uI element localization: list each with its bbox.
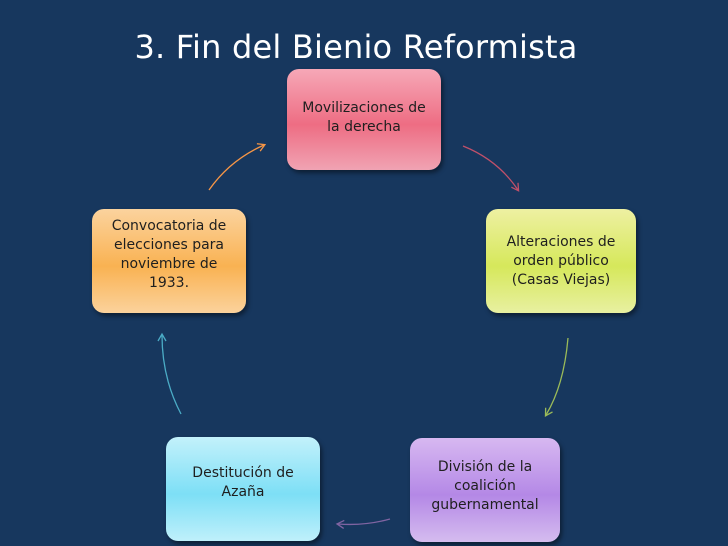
arrow-movilizaciones-to-alteraciones (462, 145, 520, 192)
arrow-division-to-destitucion (335, 518, 391, 529)
node-movilizaciones-derecha: Movilizaciones de la derecha (287, 69, 441, 170)
node-destitucion-label: Destitución de Azaña (192, 465, 294, 500)
node-destitucion-azana: Destitución de Azaña (166, 437, 320, 541)
page-title: 3. Fin del Bienio Reformista (0, 28, 728, 66)
node-alteraciones-orden-publico: Alteraciones de orden público (Casas Vie… (486, 209, 636, 313)
node-division-label: División de la coalición gubernamental (431, 459, 539, 513)
node-movilizaciones-label: Movilizaciones de la derecha (302, 100, 426, 135)
arrow-alteraciones-to-division (544, 337, 569, 417)
node-division-coalicion: División de la coalición gubernamental (410, 438, 560, 542)
arrow-destitucion-to-convocatoria (157, 332, 182, 415)
node-alteraciones-label: Alteraciones de orden público (Casas Vie… (506, 234, 616, 288)
page-title-text: 3. Fin del Bienio Reformista (134, 28, 578, 66)
arrow-convocatoria-to-movilizaciones (208, 143, 267, 191)
node-convocatoria-elecciones: Convocatoria de elecciones para noviembr… (92, 209, 246, 313)
node-convocatoria-label: Convocatoria de elecciones para noviembr… (111, 218, 227, 291)
